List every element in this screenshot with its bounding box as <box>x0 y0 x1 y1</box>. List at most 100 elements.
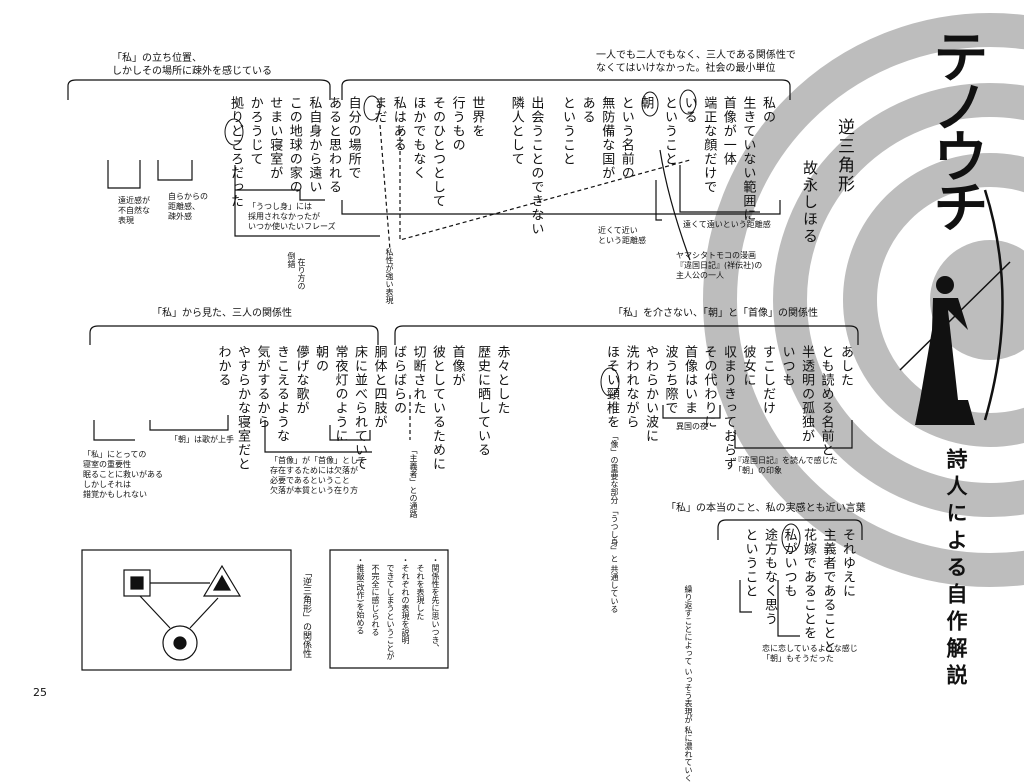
poem-line: という名前の <box>618 96 634 180</box>
memo-line: ・推敲(改作)を始める <box>356 556 365 635</box>
section-mid-left: 「私」から見た、三人の関係性 <box>152 308 292 319</box>
note-perversion: 倒錯 <box>287 252 296 268</box>
memo-line: 不完全に感じられる <box>371 556 380 636</box>
note-image-part: 「像」の重要な部分 「うつし身」と 共通している <box>610 432 619 614</box>
poem-line: その代わりに <box>701 345 717 429</box>
note-foreign-night: 異国の夜 <box>676 422 708 431</box>
archer-silhouette <box>899 189 1011 425</box>
memo-line: できてしまうということが <box>386 556 395 660</box>
memo-line: ・それぞれの表現を説明 <box>401 556 410 644</box>
poem-title: 逆三角形 <box>834 118 854 194</box>
note-love-of-love: 恋に恋しているような感じ 「朝」もそうだった <box>762 644 858 663</box>
poem-line: ということ <box>662 96 677 166</box>
poem-line: やわらかい波に <box>643 345 658 443</box>
poem-line: いつも <box>779 345 795 387</box>
poem-line: 途方もなく思う <box>762 528 777 626</box>
poem-line: いる <box>681 96 697 124</box>
poem-line: 彼女に <box>740 345 756 387</box>
note-absence-essence: 「首像」が「首像」として 存在するためには欠落が 必要であるということ 欠落が本… <box>270 456 366 495</box>
poem-line: ばらばらの <box>391 345 406 415</box>
memo-line: ・関係性を先に思いつき、 <box>431 556 440 652</box>
poem-line: わかる <box>215 345 231 387</box>
poem-line: 床に並べられていて <box>352 345 367 471</box>
note-utsushimi-phrase: 「うつし身」には 採用されなかったが いつか使いたいフレーズ <box>248 202 336 231</box>
poem-line: この地球の家の <box>286 96 302 194</box>
note-mode-of-being: 在り方の <box>297 258 306 290</box>
poem-line: 無防備な国が <box>599 96 615 180</box>
diagram-caption: 「逆三角形」の関係性 <box>301 568 311 658</box>
poem-line: あした <box>838 345 853 387</box>
poem-line: 主義者であることと <box>820 528 836 654</box>
poem-line: かろうじて <box>247 96 263 166</box>
section-top-left: 「私」の立ち位置、 しかしその場所に疎外を感じている <box>112 53 272 77</box>
poem-line: 気がするから <box>254 345 270 429</box>
note-far-far: 遠くて遠いという距離感 <box>683 220 771 229</box>
logo-text: テノウチ <box>923 28 988 228</box>
poem-line: 私はある <box>390 96 406 152</box>
poem-line: 朝 <box>638 96 654 110</box>
poem-line: やすらかな寝室だと <box>235 345 250 471</box>
poem-line: きこえるような <box>274 345 289 443</box>
poem-line: 彼としているために <box>430 345 445 471</box>
poem-line: あると思われる <box>326 96 341 194</box>
section-bottom-right: 「私」の本当のこと、私の実感とも近い言葉 <box>666 503 866 514</box>
note-near-near: 近くて近い という距離感 <box>598 226 646 245</box>
side-band-art <box>703 13 1024 587</box>
page-number: 25 <box>33 686 47 699</box>
poem-line: 自分の場所で <box>345 96 361 180</box>
poem-line: 朝の <box>313 345 328 373</box>
note-bedroom-importance: 「私」にとっての 寝室の重要性 眠ることに救いがある しかしそれは 錯覚かもしれ… <box>83 450 163 499</box>
poem-line: 花嫁であることを <box>801 528 816 640</box>
poem-line: 私自身から遠い <box>306 96 322 194</box>
note-strong-self: 私性が強い表現 <box>385 248 394 304</box>
poem-line: 赤々とした <box>494 345 510 415</box>
poem-line: そのひとつとして <box>430 96 445 208</box>
poem-line: 半透明の孤独が <box>799 345 814 443</box>
poem-line: それゆえに <box>840 528 855 598</box>
note-perspective: 遠近感が 不自然な 表現 <box>118 196 150 225</box>
poem-line: ほかでもなく <box>410 96 426 180</box>
poem-line: 首像が <box>449 345 465 387</box>
note-asa-sings: 「朝」は歌が上手 <box>170 435 234 444</box>
poem-line: 儚げな歌が <box>293 345 309 415</box>
relationship-diagram <box>81 549 449 671</box>
poem-line: 出会うことのできない <box>528 96 544 236</box>
poem-line: 生きていない範囲に <box>740 96 756 222</box>
poem-line: 首像が一体 <box>720 96 736 166</box>
poem-line: ほそい頸椎を <box>604 345 619 429</box>
side-subtitle: 詩人による自作解説 <box>944 448 968 691</box>
poem-author: 故永しほる <box>801 160 819 245</box>
logo: テノウチ <box>905 28 988 228</box>
poem-line: 洗われながら <box>623 345 639 429</box>
poem-line: 私がいつも <box>781 528 797 598</box>
poem-line: 首像はいま <box>682 345 697 415</box>
poem-line: すこしだけ <box>760 345 775 415</box>
note-manga-reference: ヤマシタトモコの漫画 『違国日記』(祥伝社)の 主人公の一人 <box>676 251 763 280</box>
poem-line: 歴史に晒している <box>475 345 490 457</box>
note-distance: 自らからの 距離感、 疎外感 <box>168 192 208 221</box>
poem-line: まだ <box>371 96 387 124</box>
poem-line: とも読める名前と <box>818 345 834 457</box>
poem-line: ある <box>579 96 595 124</box>
poem-line: 隣人として <box>508 96 524 166</box>
poem-line: ということ <box>560 96 575 166</box>
poem-line: 私の <box>760 96 775 124</box>
poem-line: 切断された <box>410 345 426 415</box>
poem-line: せまい寝室が <box>267 96 283 180</box>
note-repetition: 繰り返すことによって いっそう表現が 私に濃れていく <box>684 585 693 782</box>
note-ideologist-path: 「主義者」との通路 <box>409 446 418 518</box>
note-asa-impression: 『違国日記』を読んで感じた 「朝」の印象 <box>734 456 838 475</box>
poem-line: ということ <box>742 528 758 598</box>
poem-line: 行うもの <box>449 96 465 152</box>
section-mid-right: 「私」を介さない、「朝」と「首像」の関係性 <box>613 308 818 319</box>
poem-line: 収まりきっておらず <box>721 345 736 471</box>
section-top-right: 一人でも二人でもなく、三人である関係性で なくてはいけなかった。社会の最小単位 <box>596 50 796 74</box>
poem-line: 拠りどころだった <box>228 96 243 208</box>
poem-line: 胴体と四肢が <box>371 345 387 429</box>
annotation-lines <box>67 79 863 671</box>
poem-line: 波うち際で <box>662 345 678 415</box>
memo-line: それを表現した <box>416 556 425 620</box>
poem-line: 世界を <box>469 96 485 138</box>
poem-line: 常夜灯のように <box>332 345 348 443</box>
poem-line: 端正な顔だけで <box>701 96 717 194</box>
